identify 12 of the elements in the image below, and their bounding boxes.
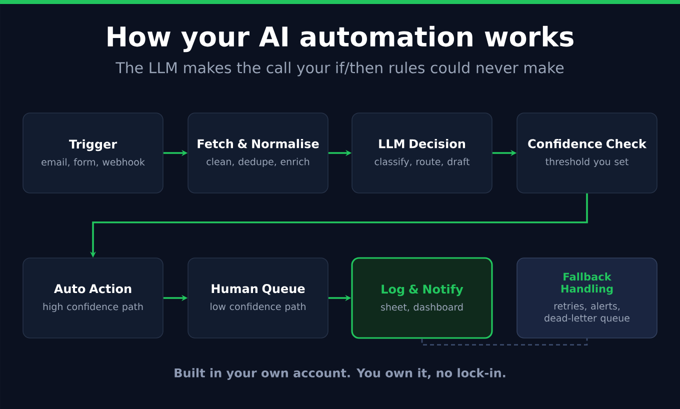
process-box: Confidence Check threshold you set xyxy=(516,112,658,194)
subtitle: The LLM makes the call your if/then rules could never make xyxy=(116,62,564,76)
process-box: Human Queue low confidence path xyxy=(188,258,328,338)
footer-note: Built in your own account. You own it, no lock-in. xyxy=(174,368,506,380)
process-box: Log & Notify sheet, dashboard xyxy=(351,257,493,339)
process-box: Auto Action high confidence path xyxy=(22,258,164,338)
process-box: Fetch & Normalise clean, dedupe, enrich xyxy=(188,112,328,194)
process-box: LLM Decision classify, route, draft xyxy=(352,112,492,194)
process-box: Trigger email, form, webhook xyxy=(22,112,164,194)
title: How your AI automation works xyxy=(108,26,574,52)
connector-line xyxy=(421,338,588,346)
process-box: Fallback Handling retries, alerts, dead-letter queue xyxy=(516,258,658,338)
